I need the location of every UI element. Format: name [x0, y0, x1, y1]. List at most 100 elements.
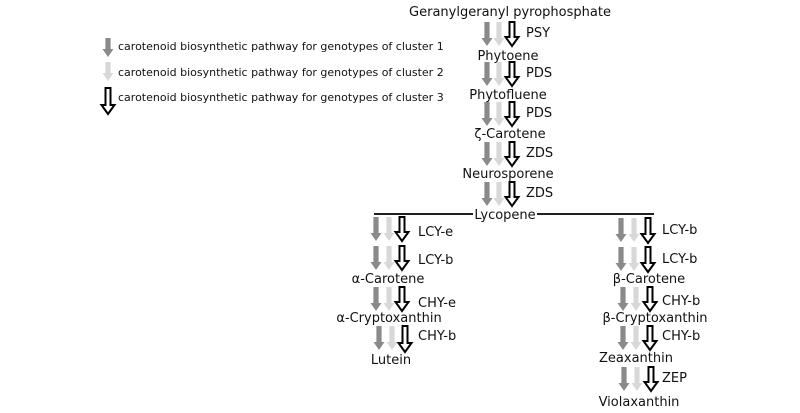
node-beta-cryptoxanthin: β-Cryptoxanthin	[602, 311, 707, 326]
arrow-zds2-cluster-1	[481, 182, 493, 206]
node-lutein: Lutein	[371, 353, 411, 368]
enzyme-zep: ZEP	[662, 371, 687, 386]
down-arrow-icon	[393, 286, 411, 313]
enzyme-lcy-e: LCY-e	[418, 225, 453, 240]
down-arrow-icon	[628, 247, 640, 271]
legend-label-cluster-2: carotenoid biosynthetic pathway for geno…	[118, 66, 444, 79]
down-arrow-icon	[641, 325, 659, 352]
arrow-lcyb-alpha-cluster-1	[370, 246, 382, 270]
node-lycopene: Lycopene	[474, 208, 535, 223]
legend: carotenoid biosynthetic pathway for geno…	[99, 38, 444, 116]
down-arrow-icon	[383, 246, 395, 270]
enzyme-chy-e: CHY-e	[418, 296, 456, 311]
down-arrow-icon	[383, 287, 395, 311]
down-arrow-icon	[481, 142, 493, 166]
down-arrow-icon	[383, 217, 395, 241]
arrow-lcyb2-cluster-2	[628, 247, 640, 271]
arrow-chyb2-cluster-3	[641, 325, 659, 352]
down-arrow-icon	[503, 101, 521, 128]
down-arrow-icon	[615, 247, 627, 271]
node-neurosporene: Neurosporene	[462, 167, 553, 182]
down-arrow-icon	[615, 218, 627, 242]
down-arrow-icon	[386, 326, 398, 350]
arrow-chyb1-cluster-1	[617, 287, 629, 311]
down-arrow-icon	[393, 216, 411, 243]
down-arrow-icon	[370, 246, 382, 270]
node-phytofluene: Phytofluene	[469, 88, 547, 103]
node-alpha-carotene: α-Carotene	[352, 272, 425, 287]
down-arrow-icon	[481, 102, 493, 126]
legend-arrow-cluster-3	[99, 87, 117, 116]
arrow-psy-cluster-3	[503, 21, 521, 48]
arrow-lcyb1-cluster-2	[628, 218, 640, 242]
down-arrow-icon	[617, 287, 629, 311]
arrow-psy-cluster-2	[493, 22, 505, 46]
down-arrow-icon	[503, 181, 521, 208]
arrow-lcyb-alpha-cluster-2	[383, 246, 395, 270]
node-ggpp: Geranylgeranyl pyrophosphate	[409, 5, 611, 20]
arrow-chye-cluster-1	[370, 287, 382, 311]
arrow-zds1-cluster-1	[481, 142, 493, 166]
enzyme-psy: PSY	[526, 26, 550, 41]
down-arrow-icon	[630, 326, 642, 350]
node-beta-carotene: β-Carotene	[613, 272, 685, 287]
down-arrow-icon	[393, 245, 411, 272]
enzyme-lcy-b-1: LCY-b	[662, 223, 697, 238]
down-arrow-icon	[641, 286, 659, 313]
arrow-lcye-cluster-2	[383, 217, 395, 241]
down-arrow-icon	[481, 182, 493, 206]
arrow-zds1-cluster-2	[493, 142, 505, 166]
enzyme-chy-b-2: CHY-b	[662, 329, 700, 344]
enzyme-chy-b-1: CHY-b	[662, 294, 700, 309]
arrow-pds2-cluster-2	[493, 102, 505, 126]
arrow-pds1-cluster-1	[481, 62, 493, 86]
enzyme-zds-1: ZDS	[526, 146, 553, 161]
arrow-chyb2-cluster-2	[630, 326, 642, 350]
arrow-chyb1-cluster-2	[630, 287, 642, 311]
enzyme-chy-b-alpha: CHY-b	[418, 329, 456, 344]
down-arrow-icon	[493, 142, 505, 166]
legend-label-cluster-1: carotenoid biosynthetic pathway for geno…	[118, 40, 444, 53]
down-arrow-icon	[642, 366, 660, 393]
legend-arrow-cluster-1	[102, 38, 114, 57]
down-arrow-icon	[99, 87, 117, 116]
arrow-zep-cluster-1	[618, 367, 630, 391]
down-arrow-icon	[396, 325, 414, 354]
down-arrow-icon	[617, 326, 629, 350]
arrow-pds2-cluster-3	[503, 101, 521, 128]
arrow-chyb-alpha-cluster-3	[396, 325, 414, 354]
node-phytoene: Phytoene	[477, 49, 538, 64]
arrow-lcyb1-cluster-1	[615, 218, 627, 242]
arrow-zds1-cluster-3	[503, 141, 521, 168]
arrow-chye-cluster-2	[383, 287, 395, 311]
arrow-lcyb2-cluster-3	[639, 246, 657, 274]
down-arrow-icon	[639, 246, 657, 274]
enzyme-lcy-b-2: LCY-b	[662, 252, 697, 267]
down-arrow-icon	[639, 217, 657, 245]
down-arrow-icon	[631, 367, 643, 391]
down-arrow-icon	[618, 367, 630, 391]
legend-arrow-cluster-2	[102, 62, 114, 81]
down-arrow-icon	[493, 102, 505, 126]
arrow-zep-cluster-3	[642, 366, 660, 393]
node-zeta-carotene: ζ-Carotene	[474, 127, 545, 142]
arrow-lcye-cluster-1	[370, 217, 382, 241]
enzyme-lcy-b-alpha: LCY-b	[418, 253, 453, 268]
arrow-pds2-cluster-1	[481, 102, 493, 126]
arrow-chyb1-cluster-3	[641, 286, 659, 313]
down-arrow-icon	[630, 287, 642, 311]
arrow-lcyb-alpha-cluster-3	[393, 245, 411, 272]
arrow-chyb-alpha-cluster-2	[386, 326, 398, 350]
node-violaxanthin: Violaxanthin	[599, 395, 680, 410]
arrow-zds2-cluster-2	[493, 182, 505, 206]
arrow-psy-cluster-1	[481, 22, 493, 46]
enzyme-pds-2: PDS	[526, 106, 552, 121]
down-arrow-icon	[370, 217, 382, 241]
down-arrow-icon	[102, 38, 114, 57]
arrow-zds2-cluster-3	[503, 181, 521, 208]
down-arrow-icon	[370, 287, 382, 311]
down-arrow-icon	[503, 141, 521, 168]
arrow-pds1-cluster-3	[503, 61, 521, 88]
arrow-zep-cluster-2	[631, 367, 643, 391]
